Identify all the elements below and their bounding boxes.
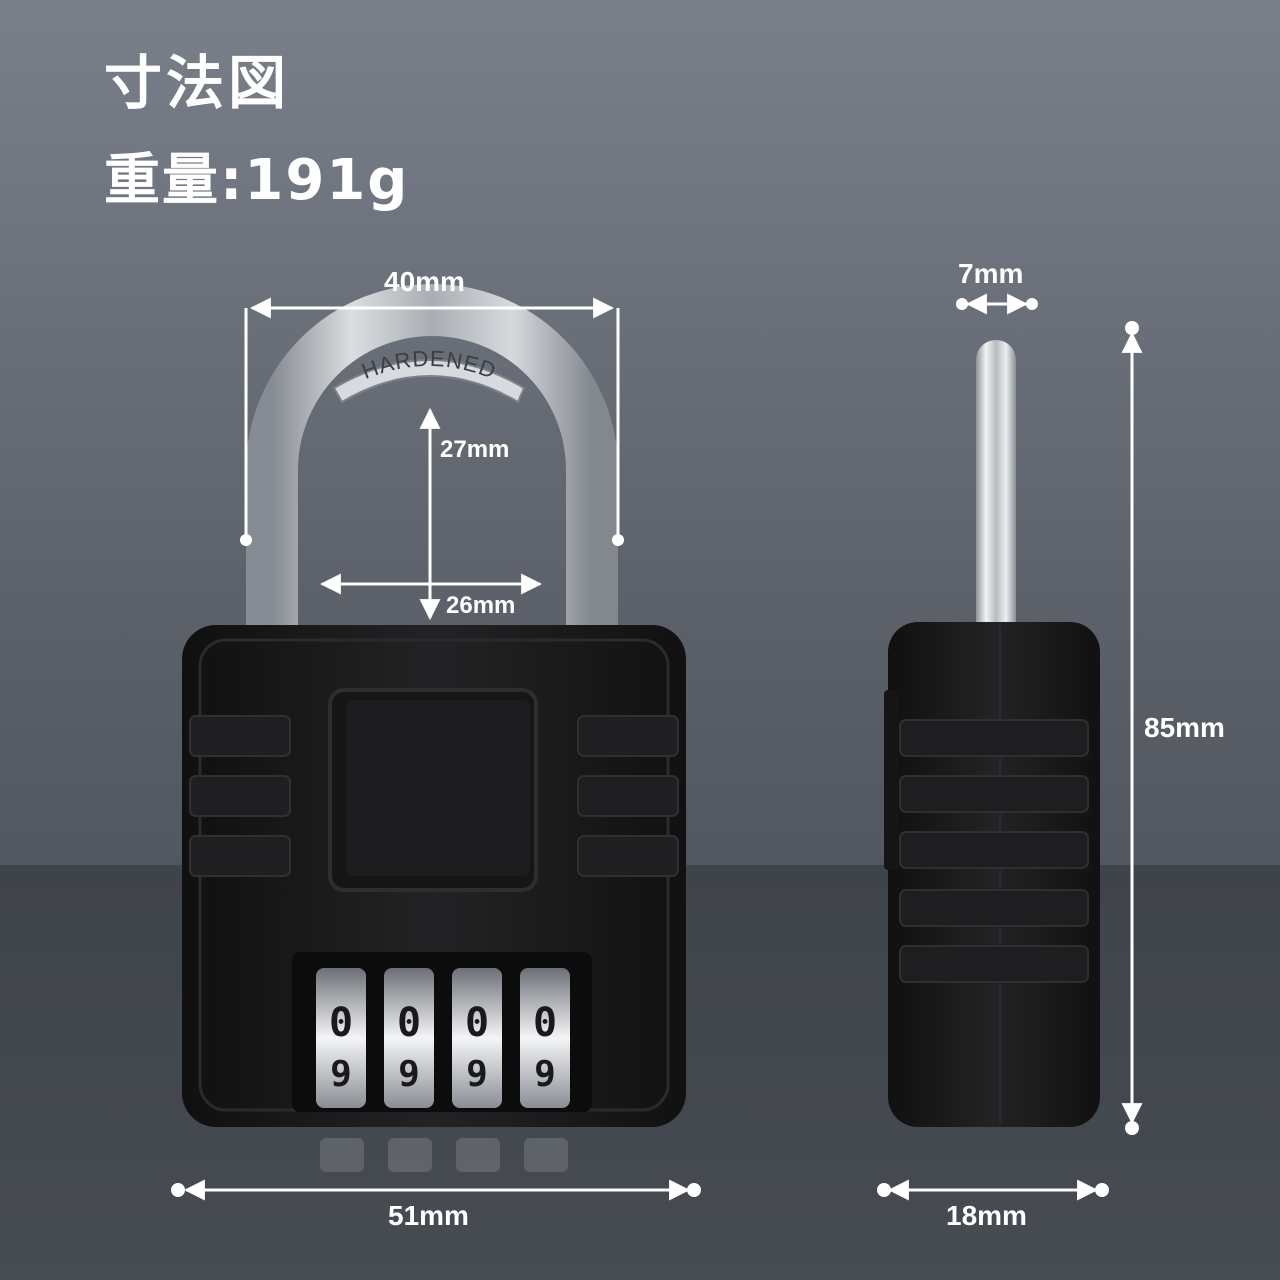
dial-4-bottom-digit: 9 — [534, 1054, 556, 1095]
dimension-51mm-label: 51mm — [388, 1200, 469, 1231]
dimension-18mm-label: 18mm — [946, 1200, 1027, 1231]
dial-3-bottom-digit: 9 — [466, 1054, 488, 1095]
front-lock-body — [182, 625, 686, 1127]
dimension-27mm-label: 27mm — [440, 436, 510, 463]
dimension-85mm-label: 85mm — [1144, 712, 1225, 743]
side-lock-body — [884, 622, 1100, 1127]
dimension-26mm-label: 26mm — [446, 592, 516, 619]
dimension-40mm-label: 40mm — [384, 266, 465, 297]
dial-3-top-digit[interactable]: 0 — [465, 1000, 489, 1046]
combination-dials — [316, 968, 570, 1108]
side-shackle — [976, 340, 1016, 640]
dial-1-top-digit[interactable]: 0 — [329, 1000, 353, 1046]
dial-2-bottom-digit: 9 — [398, 1054, 420, 1095]
dimension-7mm-label: 7mm — [958, 258, 1024, 289]
dimension-lines — [183, 293, 1143, 1201]
dial-reflection — [320, 1138, 568, 1172]
page-title: 寸法図 — [104, 49, 291, 117]
dial-2-top-digit[interactable]: 0 — [397, 1000, 421, 1046]
dimension-endpoints — [171, 298, 1139, 1197]
shackle-engraving-text: HARDENED — [358, 346, 500, 384]
weight-label: 重量:191g — [104, 148, 410, 213]
dial-4-top-digit[interactable]: 0 — [533, 1000, 557, 1046]
dial-1-bottom-digit: 9 — [330, 1054, 352, 1095]
